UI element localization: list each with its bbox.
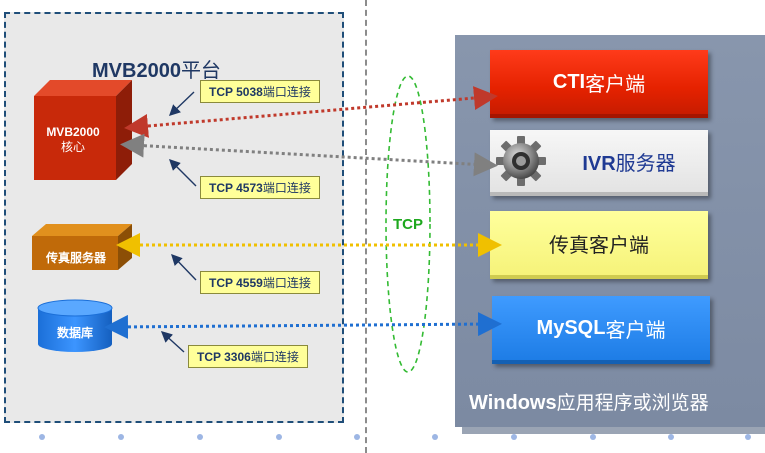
bottom-dots xyxy=(39,434,751,440)
tcp-port-text: 端口连接 xyxy=(250,350,299,364)
label-pointer xyxy=(169,159,197,187)
fax-client-box: 传真客户端 xyxy=(490,211,708,279)
mysql-client-cjk: 客户端 xyxy=(605,319,666,342)
ivr-server-text: IVR服务器 xyxy=(582,147,675,176)
tcp-port-label: TCP 4559端口连接 xyxy=(200,271,320,294)
tcp-port-label: TCP 4573端口连接 xyxy=(200,176,320,199)
core-label-line1: MVB2000 xyxy=(46,125,100,139)
database-label: 数据库 xyxy=(56,326,93,340)
tcp-port-text: 端口连接 xyxy=(262,276,311,290)
platform-title-rest: 平台 xyxy=(180,60,221,82)
cti-link xyxy=(124,86,498,138)
cti-client-cjk: 客户端 xyxy=(585,73,646,96)
label-pointer xyxy=(160,331,185,353)
windows-caption-rest: 应用程序或浏览器 xyxy=(556,393,709,414)
cti-client-latin: CTI xyxy=(552,70,586,93)
database-cylinder-icon xyxy=(37,299,113,352)
tcp-port-number: TCP 4559 xyxy=(209,276,263,290)
tcp-port-label: TCP 3306端口连接 xyxy=(188,345,308,368)
tcp-port-text: 端口连接 xyxy=(262,181,311,195)
tcp-port-number: TCP 3306 xyxy=(197,350,251,364)
gear-icon xyxy=(496,136,546,186)
ivr-server-latin: IVR xyxy=(582,152,616,175)
fax-server-label: 传真服务器 xyxy=(45,251,106,265)
mysql-client-latin: MySQL xyxy=(536,316,606,339)
label-pointer xyxy=(171,253,197,281)
windows-caption-bold: Windows xyxy=(469,392,557,414)
tcp-ellipse xyxy=(385,75,431,373)
tcp-center-label: TCP xyxy=(393,216,423,233)
windows-caption: Windows应用程序或浏览器 xyxy=(469,388,709,415)
ivr-link xyxy=(120,133,498,177)
fax-client-label: 传真客户端 xyxy=(549,234,649,257)
label-pointer xyxy=(168,91,195,116)
ivr-server-cjk: 服务器 xyxy=(615,152,676,175)
mysql-link xyxy=(104,312,502,339)
core-label-line2: 核心 xyxy=(60,140,85,154)
tcp-port-number: TCP 4573 xyxy=(209,181,263,195)
platform-title-bold: MVB2000 xyxy=(92,60,181,82)
platform-title: MVB2000平台 xyxy=(92,54,221,83)
separator-line xyxy=(365,0,367,453)
